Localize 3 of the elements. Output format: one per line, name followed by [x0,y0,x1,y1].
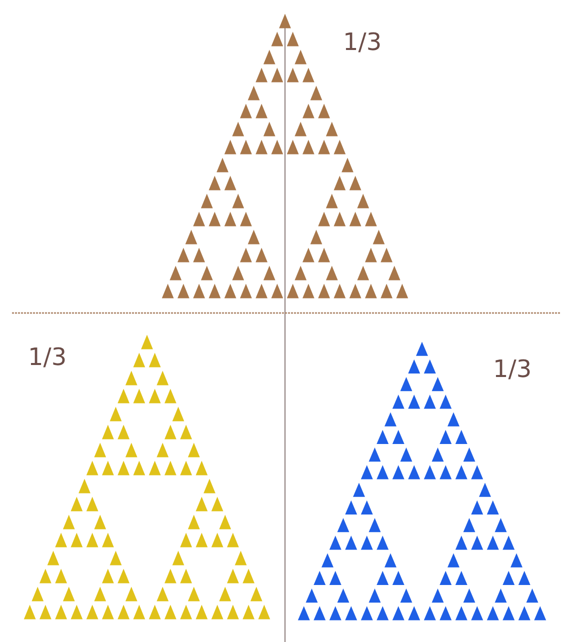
scale-factor-label: 1/3 [28,345,67,369]
scale-factor-label: 1/3 [343,30,382,54]
scale-factor-label: 1/3 [493,357,532,381]
